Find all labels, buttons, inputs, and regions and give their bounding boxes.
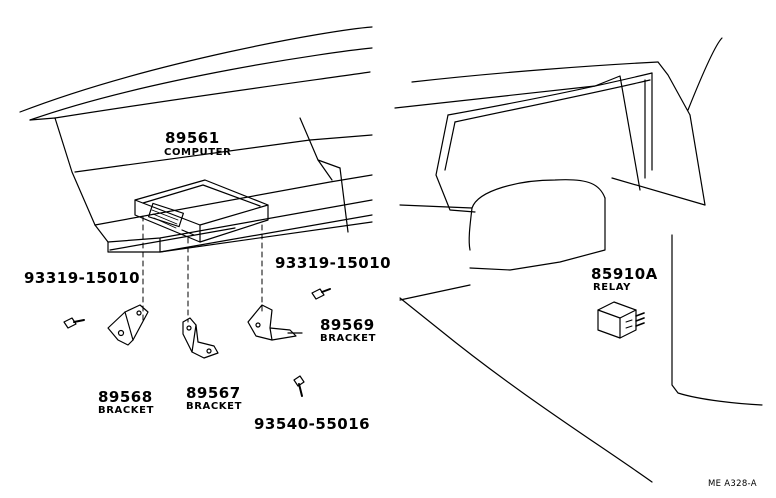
bolt-left-part-number: 93319-15010 xyxy=(24,269,141,287)
bolt-right-drawing xyxy=(311,288,331,300)
dashboard-outline xyxy=(19,26,373,253)
bracket-568-drawing xyxy=(107,304,149,346)
mount-dashed-lines xyxy=(142,215,263,323)
bracket-567-drawing xyxy=(182,317,219,359)
bolt-left-drawing xyxy=(63,317,85,329)
bracket-567-part-number: 89567 xyxy=(186,384,241,402)
bracket-569-part-number: 89569 xyxy=(320,316,375,334)
screw-drawing xyxy=(293,375,305,397)
relay-drawing xyxy=(597,301,645,339)
screw-part-number: 93540-55016 xyxy=(254,415,371,433)
bracket-567-part-name: BRACKET xyxy=(186,401,243,412)
relay-part-number: 85910A xyxy=(591,265,658,283)
cabin-outline xyxy=(394,37,763,483)
bolt-right-part-number: 93319-15010 xyxy=(275,254,392,272)
figure-reference: ME A328-A xyxy=(708,479,757,489)
bracket-568-part-name: BRACKET xyxy=(98,405,155,416)
relay-part-name: RELAY xyxy=(593,282,631,293)
bracket-568-part-number: 89568 xyxy=(98,388,153,406)
bracket-569-drawing xyxy=(247,304,303,341)
bracket-569-part-name: BRACKET xyxy=(320,333,377,344)
computer-drawing xyxy=(134,179,269,243)
computer-part-name: COMPUTER xyxy=(164,147,232,158)
computer-part-number: 89561 xyxy=(165,129,220,147)
